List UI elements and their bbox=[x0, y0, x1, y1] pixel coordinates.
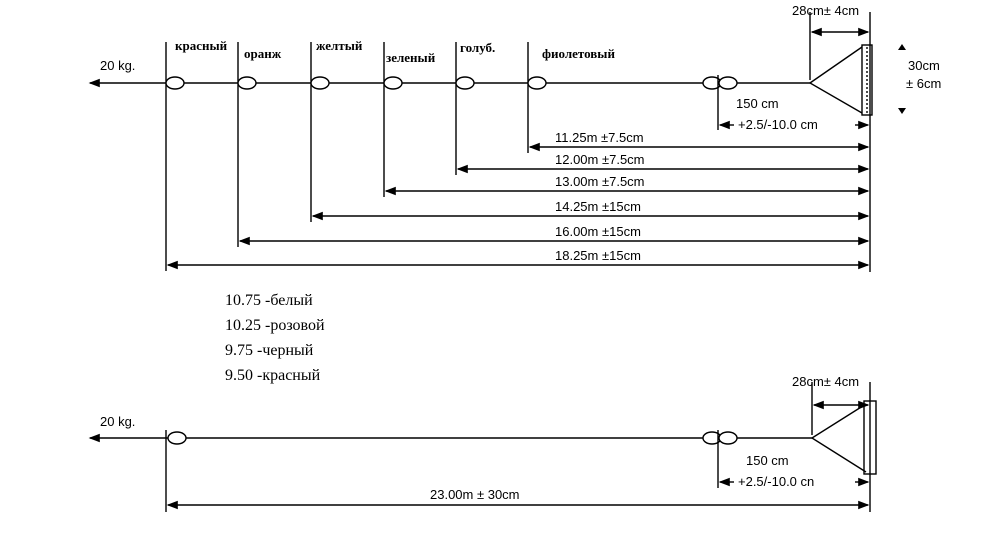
dimension-label: 14.25m ±15cm bbox=[555, 199, 641, 214]
swivel bbox=[718, 431, 738, 445]
marker bbox=[383, 76, 403, 90]
bottom-assembly: 20 kg. 28cm± 4cm 150 cm +2.5/-10.0 cn 23… bbox=[88, 374, 877, 512]
color-label: желтый bbox=[316, 38, 363, 53]
marker bbox=[237, 76, 257, 90]
marker bbox=[455, 76, 475, 90]
color-label: красный bbox=[175, 38, 228, 53]
top-tail-label: 150 cm bbox=[736, 96, 779, 111]
top-height-label: 30cm bbox=[908, 58, 940, 73]
color-legend: 10.75 -белый 10.25 -розовой 9.75 -черный… bbox=[225, 292, 325, 384]
color-label: фиолетовый bbox=[542, 46, 615, 61]
top-load-label: 20 kg. bbox=[100, 58, 135, 73]
dimension-label: 18.25m ±15cm bbox=[555, 248, 641, 263]
dimension-label: 12.00m ±7.5cm bbox=[555, 152, 645, 167]
net-frame bbox=[861, 44, 873, 116]
top-assembly: 20 kg. красный оранж желтый зеленый голуб. фи… bbox=[88, 3, 941, 272]
bottom-tail-label: 150 cm bbox=[746, 453, 789, 468]
swivel bbox=[718, 76, 738, 90]
top-height-tolerance: ± 6cm bbox=[906, 76, 941, 91]
top-width-label: 28cm± 4cm bbox=[792, 3, 859, 18]
marker bbox=[167, 431, 187, 445]
dimension-label: 11.25m ±7.5cm bbox=[555, 130, 644, 145]
bottom-tail-tolerance: +2.5/-10.0 cn bbox=[738, 474, 814, 489]
legend-item: 9.75 -черный bbox=[225, 342, 314, 359]
color-label: зеленый bbox=[386, 50, 436, 65]
marker bbox=[165, 76, 185, 90]
top-tail-tolerance: +2.5/-10.0 cm bbox=[738, 117, 818, 132]
bottom-load-label: 20 kg. bbox=[100, 414, 135, 429]
legend-item: 9.50 -красный bbox=[225, 367, 321, 384]
bottom-width-label: 28cm± 4cm bbox=[792, 374, 859, 389]
bottom-dimension: 23.00m ± 30cm bbox=[430, 487, 520, 502]
marker bbox=[310, 76, 330, 90]
color-label: оранж bbox=[244, 46, 282, 61]
legend-item: 10.25 -розовой bbox=[225, 317, 325, 334]
legend-item: 10.75 -белый bbox=[225, 292, 313, 309]
dimension-label: 13.00m ±7.5cm bbox=[555, 174, 645, 189]
dimension-label: 16.00m ±15cm bbox=[555, 224, 641, 239]
color-label: голуб. bbox=[460, 40, 495, 55]
marker bbox=[527, 76, 547, 90]
net-cone bbox=[808, 46, 863, 114]
net-cone bbox=[810, 403, 867, 473]
